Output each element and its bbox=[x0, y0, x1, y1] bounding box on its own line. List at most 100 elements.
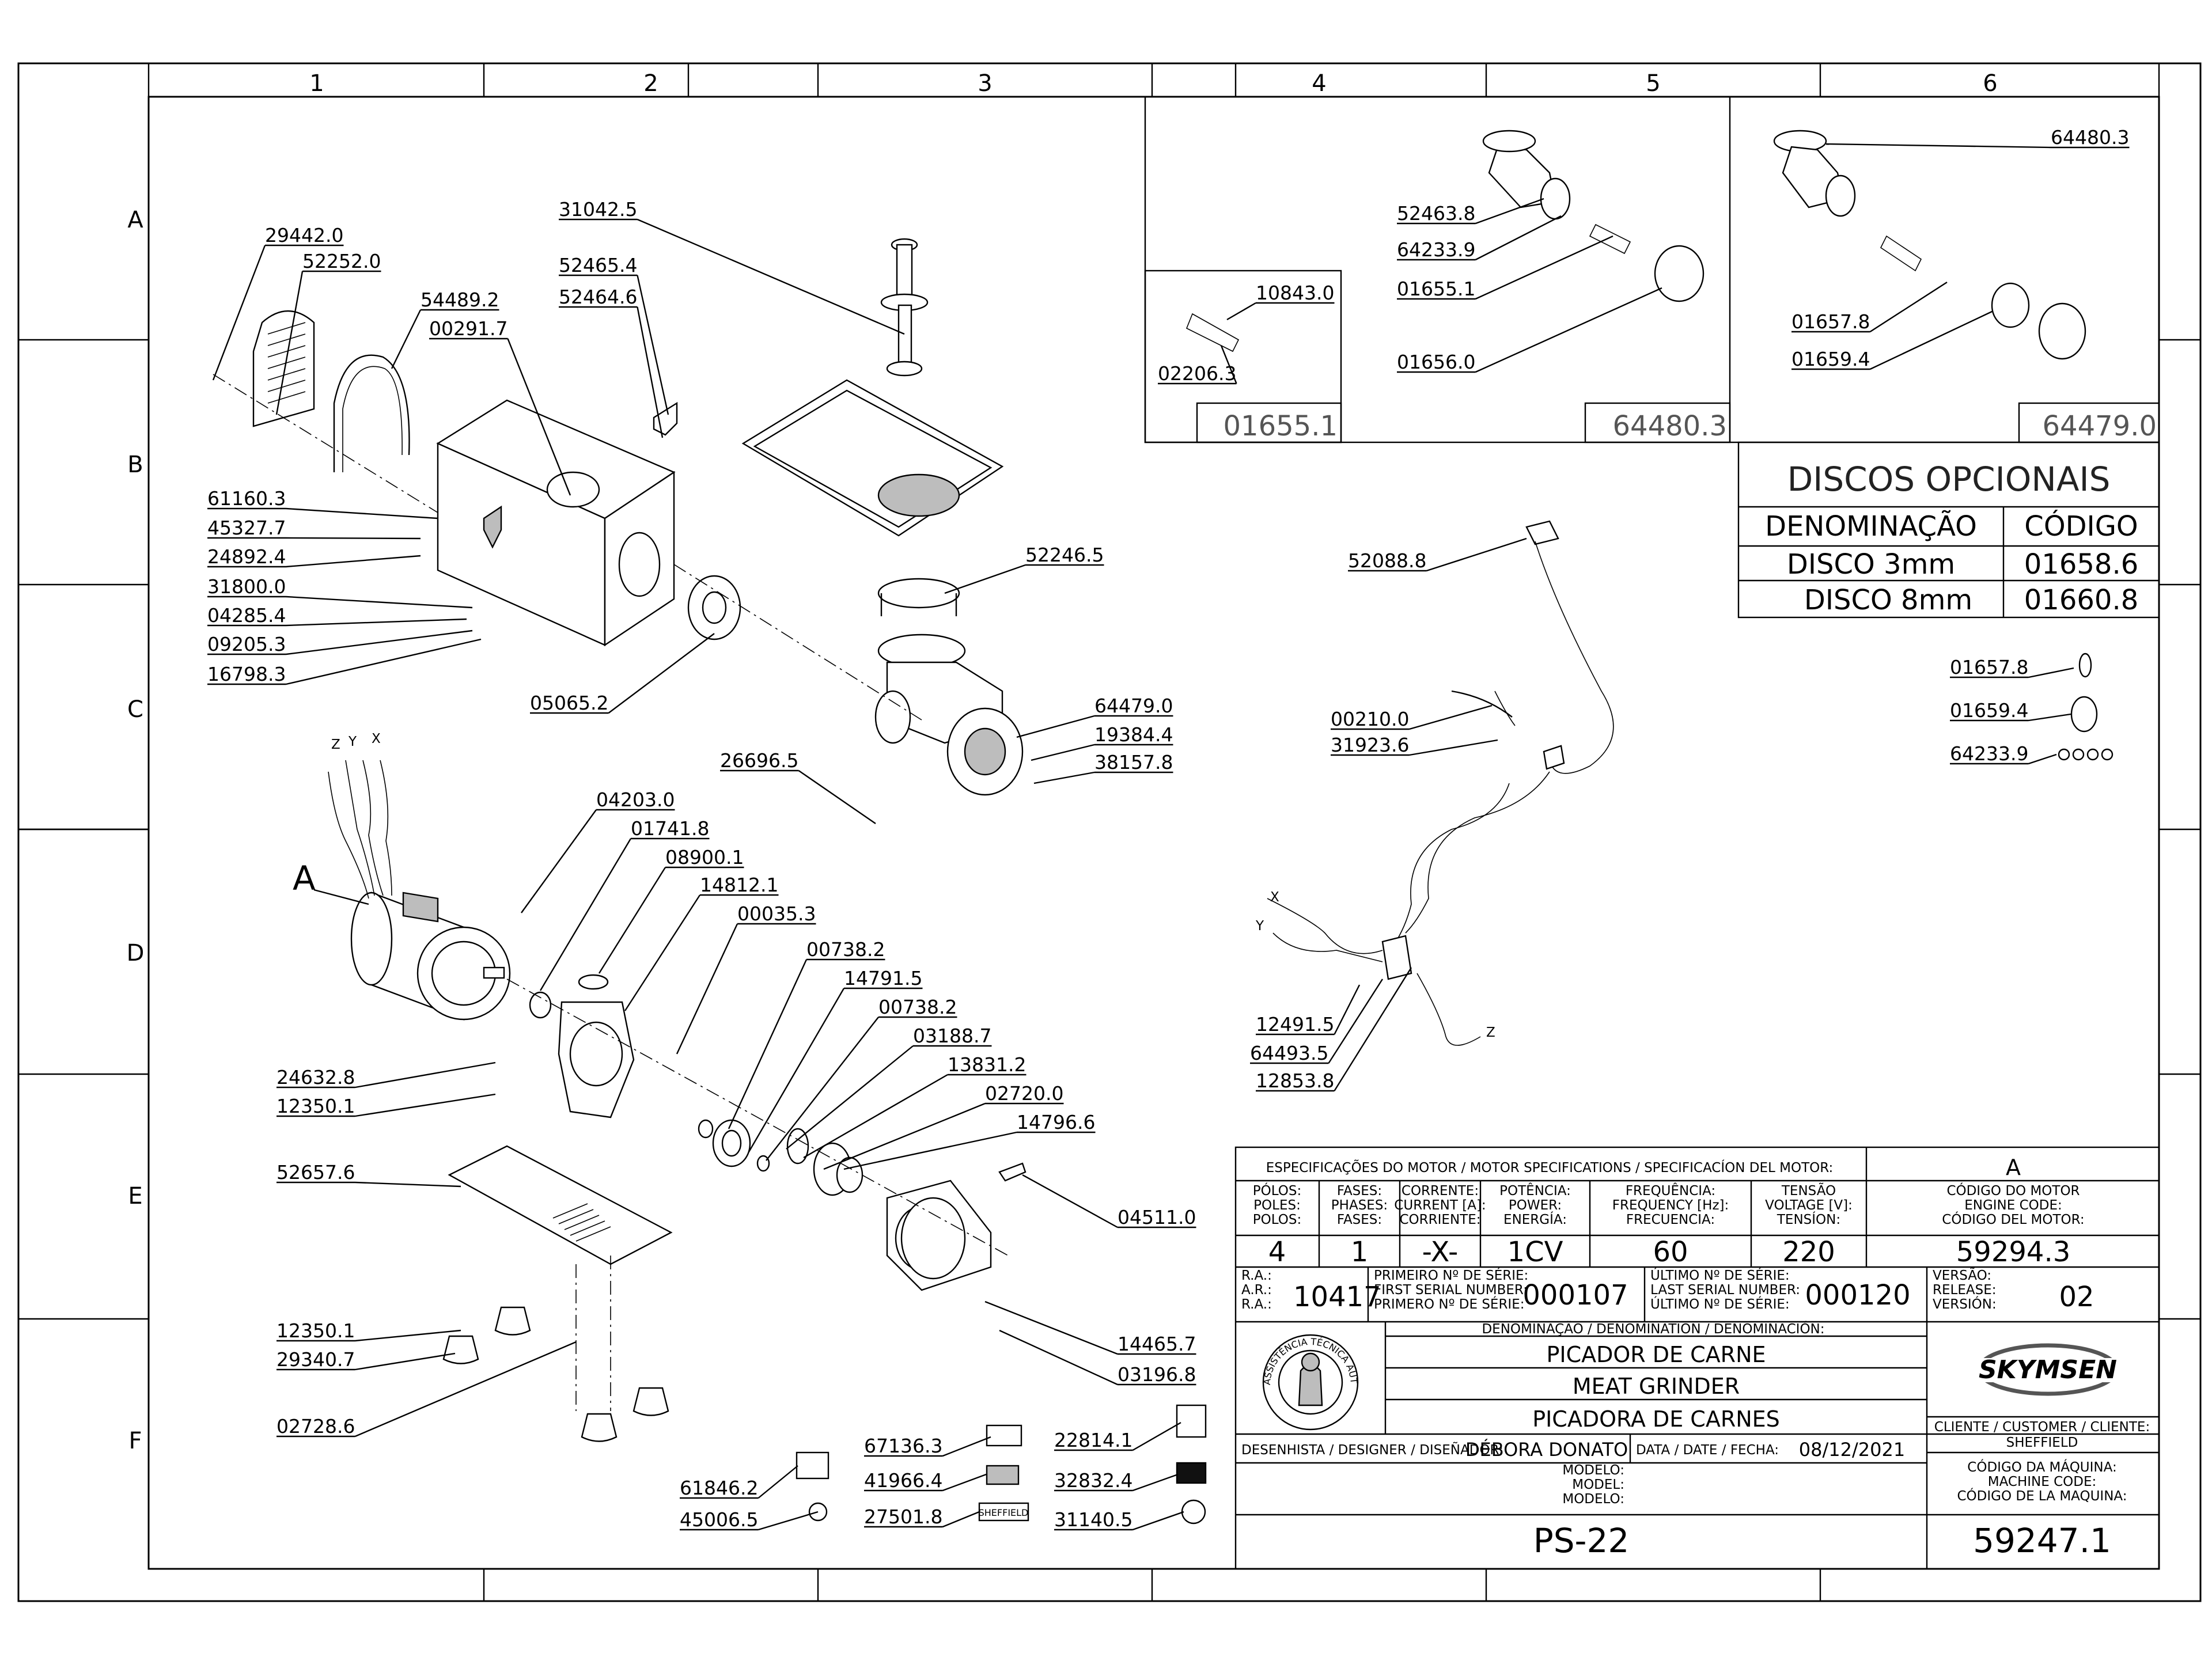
ra-l3: R.A.: bbox=[1241, 1297, 1272, 1312]
leader-line bbox=[1409, 704, 1493, 730]
leader-line bbox=[507, 338, 571, 496]
housing-body bbox=[436, 399, 676, 647]
motor-phases-l3: FASES: bbox=[1337, 1212, 1382, 1227]
part-callout: 45006.5 bbox=[680, 1508, 819, 1531]
leader-line bbox=[1475, 198, 1544, 225]
pusher bbox=[880, 238, 929, 377]
leader-line bbox=[355, 1181, 461, 1188]
leader-line bbox=[942, 1436, 991, 1457]
motor bbox=[328, 760, 511, 1021]
designer-value: DÉBORA DONATO bbox=[1465, 1439, 1628, 1461]
leader-line bbox=[1825, 143, 2051, 149]
part-callout: 41966.4 bbox=[864, 1469, 987, 1492]
leader-line bbox=[1033, 771, 1095, 784]
part-callout: 14791.5 bbox=[748, 967, 923, 1152]
part-number: 22814.1 bbox=[1054, 1429, 1132, 1451]
neck-flange bbox=[877, 578, 960, 616]
seal-text: ASSISTÊNCIA TÉCNICA AUTORIZADA bbox=[0, 0, 1359, 1385]
part-number: 09205.3 bbox=[207, 633, 286, 655]
leader-line bbox=[637, 275, 669, 415]
part-callout: 00738.2 bbox=[728, 938, 885, 1129]
engine-code-l3: CÓDIGO DEL MOTOR: bbox=[1942, 1211, 2084, 1227]
discs-row-code: 01658.6 bbox=[2024, 548, 2139, 581]
part-callout: 12350.1 bbox=[276, 1093, 496, 1117]
leader-line bbox=[608, 633, 715, 714]
designer-label: DESENHISTA / DESIGNER / DISEÑADOR: bbox=[1241, 1442, 1503, 1458]
version-l1: VERSÃO: bbox=[1933, 1267, 1991, 1283]
date-label: DATA / DATE / FECHA: bbox=[1636, 1443, 1779, 1458]
part-number: 00738.2 bbox=[806, 938, 885, 961]
leader-line bbox=[803, 1074, 948, 1159]
row-label: E bbox=[128, 1183, 142, 1209]
leader-line bbox=[391, 309, 422, 369]
part-number: 61160.3 bbox=[207, 487, 286, 510]
part-number: 13831.2 bbox=[948, 1053, 1026, 1076]
client-label: CLIENTE / CUSTOMER / CLIENTE: bbox=[1934, 1420, 2150, 1435]
optional-discs-table: DISCOS OPCIONAIS DENOMINAÇÃO CÓDIGO DISC… bbox=[1737, 441, 2160, 619]
part-number: 12350.1 bbox=[276, 1319, 355, 1342]
part-callout: 14796.6 bbox=[843, 1111, 1096, 1170]
leader-line bbox=[1334, 967, 1412, 1091]
leader-line bbox=[598, 867, 666, 974]
part-callout: 04203.0 bbox=[521, 788, 675, 913]
leader-line bbox=[1226, 302, 1256, 321]
denomination-header: DENOMINAÇÃO / DENOMINATION / DENOMINACIÓ… bbox=[1482, 1321, 1824, 1337]
row-label: C bbox=[127, 696, 143, 723]
model-l2: MODEL: bbox=[1572, 1477, 1624, 1492]
part-number: 24892.4 bbox=[207, 545, 286, 568]
part-number: 64479.0 bbox=[1094, 695, 1173, 717]
part-number: 52252.0 bbox=[302, 250, 381, 272]
part-number: 31923.6 bbox=[1331, 734, 1409, 756]
part-number: 45327.7 bbox=[207, 517, 286, 539]
leader-line bbox=[1334, 984, 1361, 1035]
leader-line bbox=[637, 218, 905, 335]
part-number: 01659.4 bbox=[1950, 699, 2028, 722]
last-serial-value: 000120 bbox=[1805, 1279, 1910, 1311]
part-number: 03188.7 bbox=[913, 1025, 991, 1047]
part-callout: 00738.2 bbox=[766, 996, 957, 1161]
row-label: F bbox=[128, 1428, 142, 1454]
gears bbox=[698, 1119, 863, 1196]
version-l2: RELEASE: bbox=[1933, 1283, 1996, 1298]
part-number: 64480.3 bbox=[2051, 126, 2129, 149]
row-label: D bbox=[127, 940, 145, 966]
part-number: 01741.8 bbox=[631, 817, 709, 840]
column-label: 1 bbox=[309, 70, 324, 97]
column-label: 3 bbox=[978, 70, 992, 97]
part-callout: 01659.4 bbox=[1791, 310, 1994, 370]
motor-current-l3: CORRIENTE: bbox=[1400, 1212, 1481, 1227]
part-number: 01656.0 bbox=[1397, 351, 1475, 373]
motor-voltage-value: 220 bbox=[1782, 1236, 1835, 1268]
leader-line bbox=[1426, 537, 1527, 572]
leader-line bbox=[1220, 345, 1237, 384]
motor-frequency-l2: FREQUENCY [Hz]: bbox=[1612, 1198, 1729, 1213]
handle bbox=[333, 354, 410, 472]
column-label: 2 bbox=[643, 70, 658, 97]
part-number: 10843.0 bbox=[1256, 282, 1334, 304]
part-callout: 16798.3 bbox=[207, 638, 482, 685]
part-callout: 12491.5 bbox=[1256, 984, 1361, 1036]
part-number: 64233.9 bbox=[1950, 742, 2028, 765]
part-number: 45006.5 bbox=[680, 1508, 758, 1531]
detail-panels: 01655.1 64480.3 64479.0 bbox=[1144, 96, 2160, 443]
ra-value: 10417 bbox=[1293, 1281, 1381, 1313]
leader-line bbox=[1869, 310, 1994, 370]
leader-line bbox=[539, 838, 632, 991]
model-l1: MODELO: bbox=[1562, 1463, 1624, 1478]
motor-frequency-l3: FRECUENCIA: bbox=[1626, 1212, 1715, 1227]
leader-line bbox=[942, 1473, 987, 1492]
leader-line bbox=[1409, 739, 1498, 756]
discs-row-name: DISCO 8mm bbox=[1804, 584, 1972, 616]
motor-voltage-l1: TENSÃO bbox=[1781, 1182, 1836, 1199]
part-number: 52246.5 bbox=[1025, 544, 1104, 566]
leader-line bbox=[944, 564, 1026, 594]
wire-label-z: Z bbox=[331, 737, 340, 752]
part-callout: 52465.4 bbox=[559, 254, 669, 415]
part-number: 08900.1 bbox=[665, 846, 744, 869]
part-callout: 61846.2 bbox=[680, 1465, 798, 1499]
leader-line bbox=[1328, 979, 1384, 1064]
part-callout: 04285.4 bbox=[207, 604, 467, 627]
detail-box-label: 01655.1 bbox=[1224, 410, 1338, 442]
wire-label-x2: X bbox=[1270, 890, 1279, 905]
part-number: 12853.8 bbox=[1256, 1070, 1334, 1092]
